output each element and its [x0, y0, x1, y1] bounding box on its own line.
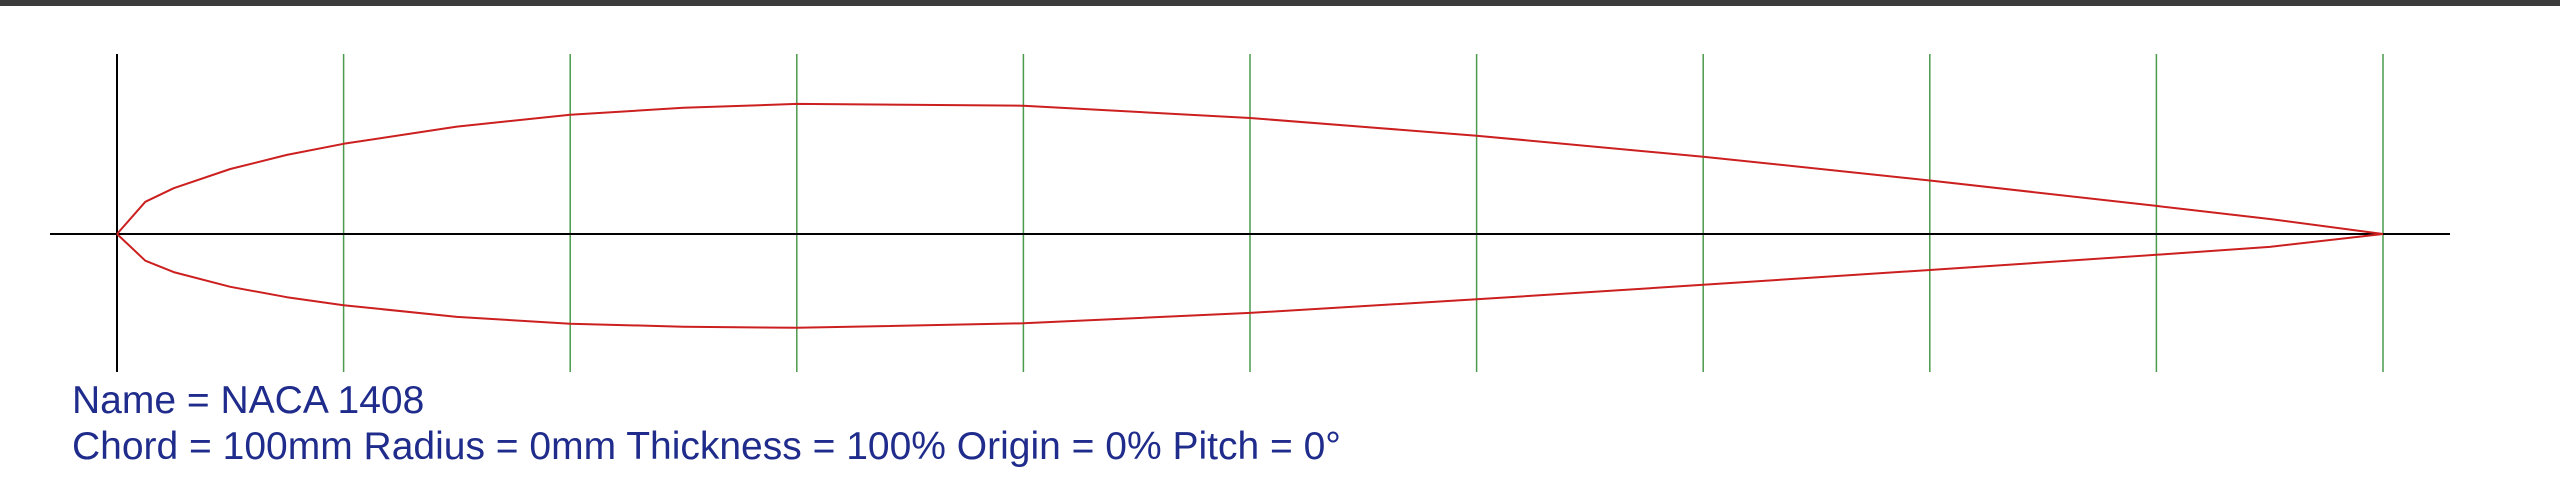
profile-params-line: Chord = 100mm Radius = 0mm Thickness = 1…: [72, 424, 1341, 470]
grid-lines: [342, 54, 2384, 372]
profile-info: Name = NACA 1408 Chord = 100mm Radius = …: [72, 378, 1341, 470]
lower-surface-curve: [116, 233, 2384, 329]
window-title-bar: [0, 0, 2560, 6]
upper-surface-curve: [116, 102, 2384, 235]
profile-params-text: Chord = 100mm Radius = 0mm Thickness = 1…: [72, 425, 1341, 468]
profile-name-line: Name = NACA 1408: [72, 378, 1341, 424]
profile-name-text: Name = NACA 1408: [72, 379, 425, 422]
